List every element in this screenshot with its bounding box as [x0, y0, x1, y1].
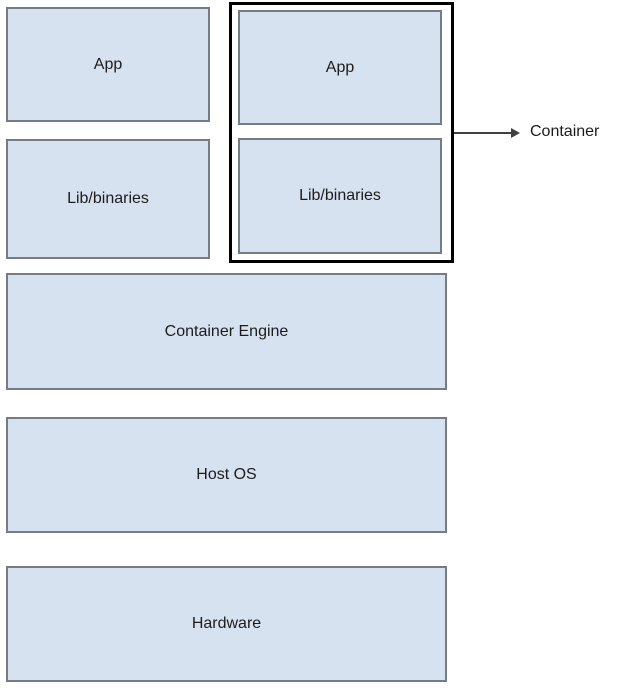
container-app-label: App [325, 58, 355, 76]
container-app-box: App [238, 10, 442, 125]
host-os-layer: Host OS [6, 417, 447, 533]
arrowhead-icon [511, 128, 520, 138]
container-callout-label: Container [530, 123, 600, 140]
host-app-label: App [93, 55, 123, 73]
container-engine-label: Container Engine [164, 322, 289, 340]
hardware-label: Hardware [191, 615, 262, 632]
host-app-box: App [6, 7, 210, 122]
callout-arrow-line [454, 132, 513, 134]
host-lib-binaries-label: Lib/binaries [67, 190, 149, 207]
host-lib-binaries-box: Lib/binaries [6, 139, 210, 259]
container-lib-binaries-label: Lib/binaries [299, 187, 381, 204]
hardware-layer: Hardware [6, 566, 447, 682]
container-group-outline: App Lib/binaries [229, 2, 454, 263]
container-lib-binaries-box: Lib/binaries [238, 138, 442, 254]
container-engine-layer: Container Engine [6, 273, 447, 390]
host-os-label: Host OS [196, 466, 257, 483]
